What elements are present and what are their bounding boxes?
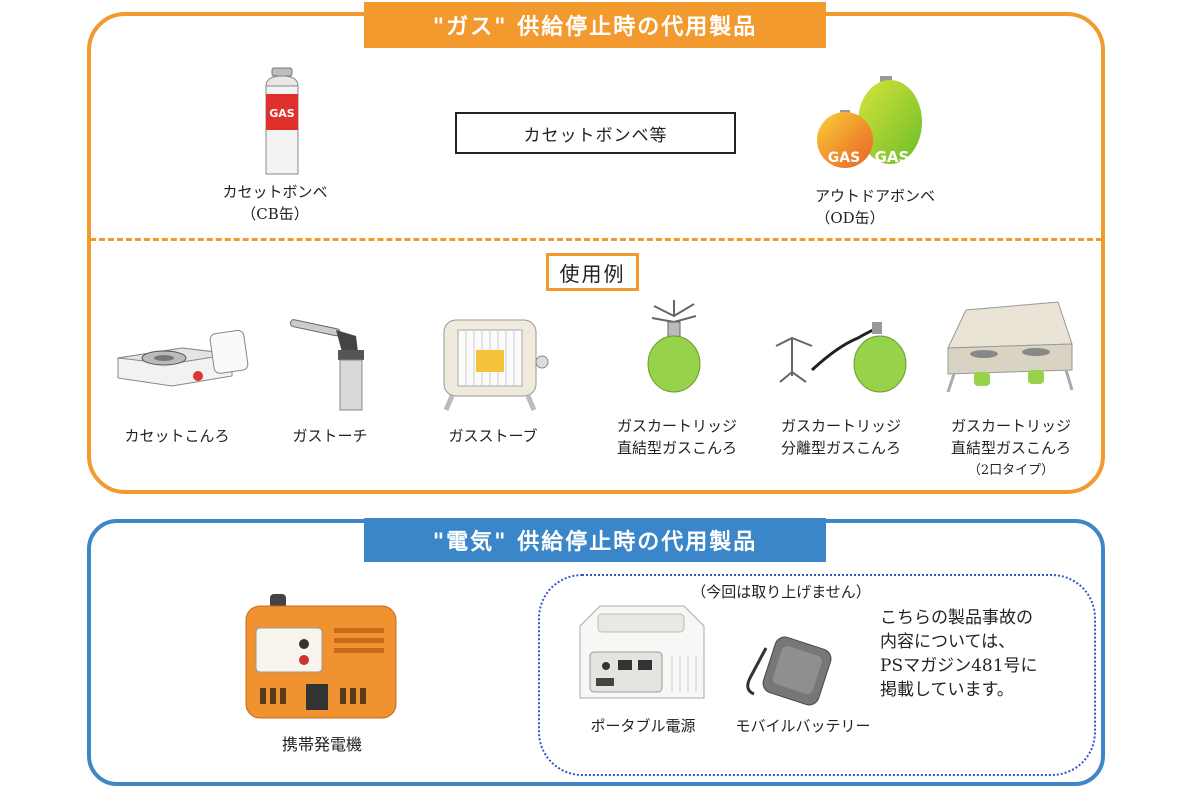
gas-heater-icon xyxy=(443,319,549,411)
gas-banner: "ガス" 供給停止時の代用製品 xyxy=(364,2,826,48)
cb-can-gas-text: GAS xyxy=(269,107,295,120)
od-can-gas-text-right: GAS xyxy=(875,148,910,166)
gas-divider xyxy=(90,238,1102,241)
od-can-gas-text-left: GAS xyxy=(828,150,860,166)
example-6-label-line1: ガスカートリッジ xyxy=(950,417,1071,435)
portable-power-icon xyxy=(579,605,705,699)
mobile-battery-icon xyxy=(746,636,832,706)
cb-can-sub: （CB缶） xyxy=(241,205,309,223)
separate-stove-icon xyxy=(775,322,907,393)
example-5-label-line2: 分離型ガスこんろ xyxy=(780,439,901,457)
ps-magazine-note: こちらの製品事故の 内容については、 PSマガジン481号に 掲載しています。 xyxy=(880,608,1038,700)
generator-label: 携帯発電機 xyxy=(281,735,362,754)
portable-power-label: ポータブル電源 xyxy=(590,717,696,735)
generator-icon xyxy=(245,594,397,719)
two-burner-stove-icon xyxy=(946,301,1074,393)
example-4-label-line2: 直結型ガスこんろ xyxy=(616,439,737,457)
electric-banner: "電気" 供給停止時の代用製品 xyxy=(364,518,826,562)
cb-can-label: カセットボンベ xyxy=(222,183,328,201)
mobile-battery-label: モバイルバッテリー xyxy=(735,717,871,735)
example-5-label-line1: ガスカートリッジ xyxy=(780,417,901,435)
example-1-label: カセットこんろ xyxy=(124,427,230,445)
example-2-label: ガストーチ xyxy=(292,427,368,445)
example-6-label-line3: （2口タイプ） xyxy=(967,463,1055,478)
cassette-stove-icon xyxy=(117,329,249,387)
not-covered-dotted-box xyxy=(538,574,1096,776)
example-6-label-line2: 直結型ガスこんろ xyxy=(950,439,1071,457)
example-4-label-line1: ガスカートリッジ xyxy=(616,417,737,435)
gas-torch-icon xyxy=(289,319,364,411)
cb-can-icon: GAS xyxy=(265,67,299,175)
od-can-icon: GAS GAS xyxy=(817,76,922,168)
example-3-label: ガスストーブ xyxy=(448,427,538,445)
cassette-cylinder-box: カセットボンベ等 xyxy=(455,112,736,154)
usage-example-heading: 使用例 xyxy=(546,253,639,291)
od-can-label: アウトドアボンベ xyxy=(814,187,935,205)
not-covered-note: （今回は取り上げません） xyxy=(691,583,871,601)
od-can-sub: （OD缶） xyxy=(815,209,885,227)
direct-stove-icon xyxy=(647,300,701,393)
